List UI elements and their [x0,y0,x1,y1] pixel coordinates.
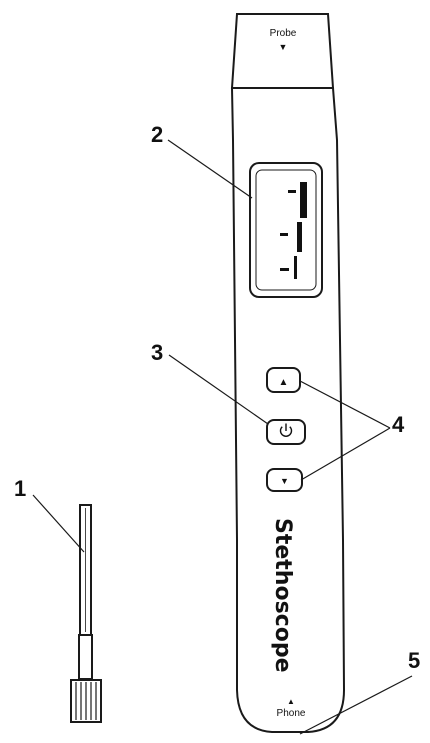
callout-5: 5 [408,648,420,673]
lcd-display [249,162,323,298]
callout-2: 2 [151,122,163,147]
up-arrow-icon: ▲ [279,377,289,388]
probe-arrow-icon: ▼ [279,42,288,52]
cable-accessory [70,504,102,723]
phone-label: Phone [277,708,306,719]
down-arrow-icon: ▼ [280,476,289,486]
power-button[interactable] [266,419,306,445]
leader-lines [32,139,413,735]
callout-1: 1 [14,476,26,501]
up-button[interactable] [266,367,301,393]
power-icon [279,423,293,437]
phone-arrow-icon: ▲ [287,697,295,706]
brand-text: Stethoscope [270,518,295,673]
callout-4: 4 [392,412,405,437]
lcd-inner [255,169,317,291]
lcd-segments [280,182,307,279]
callout-3: 3 [151,340,163,365]
probe-label: Probe [270,28,297,39]
